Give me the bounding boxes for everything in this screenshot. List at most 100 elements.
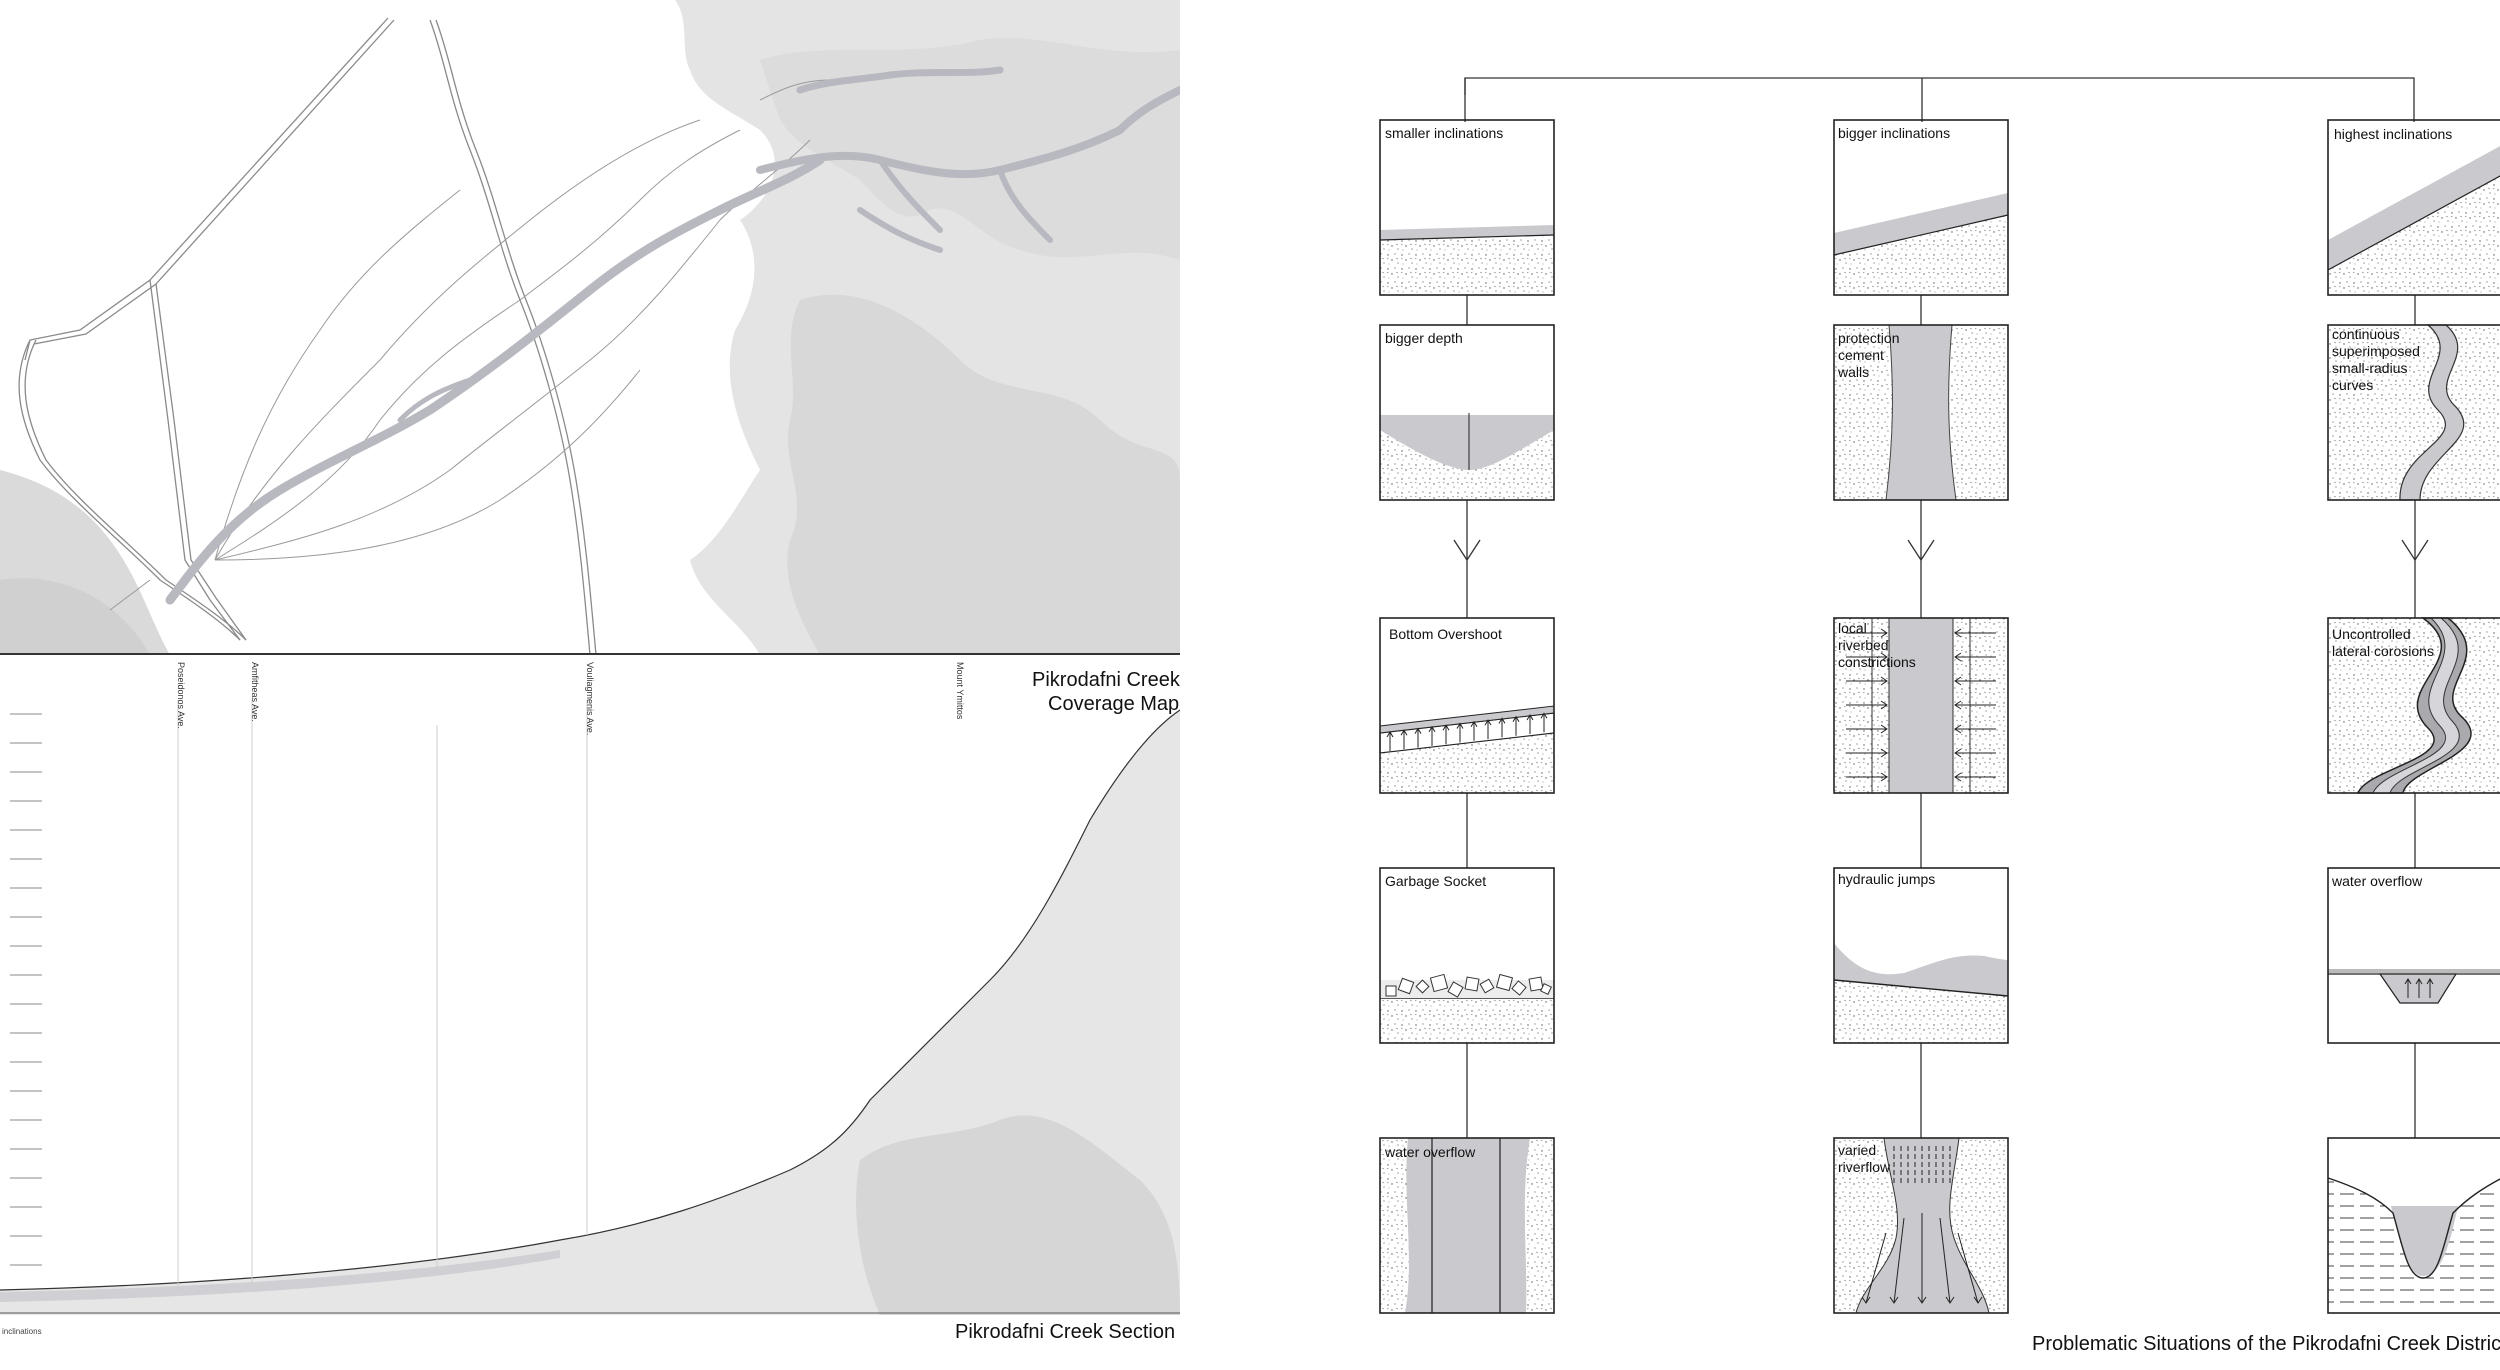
water-fill (1380, 415, 1554, 470)
garbage-item (1479, 978, 1495, 994)
soil-fill (1380, 430, 1554, 500)
down-arrow-icon (1907, 539, 1935, 562)
arrowhead-icon (1526, 714, 1534, 721)
creek-bed-band (0, 1250, 560, 1302)
arrowhead-icon (1456, 722, 1464, 729)
roads (18, 17, 597, 655)
ground-line (1833, 214, 2009, 256)
arrowhead-icon (1400, 729, 1408, 736)
arrowhead-icon (1428, 725, 1436, 733)
road-northwest-diagonal (24, 17, 389, 361)
flood-fill (1405, 1138, 1530, 1313)
panel-varied-riverflow (1833, 1137, 2009, 1314)
label-bottom-overshoot: Bottom Overshoot (1389, 626, 1502, 642)
problem-diagram (1453, 77, 2429, 1138)
channel-fill (2378, 973, 2458, 1004)
main-creek (165, 66, 1180, 605)
panel-border (1379, 867, 1555, 1044)
arrowhead-icon (1889, 1296, 1899, 1304)
street-label-poseidonos: Poseidonos Ave. (176, 662, 186, 729)
arrowhead-icon (2426, 978, 2434, 985)
flow-arrow-icon (1957, 1232, 1979, 1304)
panel-riverbed-constrictions (1833, 617, 2009, 794)
arrowhead-icon (1442, 724, 1450, 731)
garbage-item (1540, 983, 1552, 995)
panel-bottom-overshoot (1379, 617, 1555, 794)
flow-arrow-icon (1939, 1217, 1951, 1304)
water-fill (2391, 1206, 2458, 1276)
flow-arrow-icon (1865, 1232, 1887, 1304)
panel-border (1833, 617, 2009, 794)
label-smaller-inclinations: smaller inclinations (1385, 125, 1504, 141)
arrowhead-icon (1880, 628, 1888, 638)
ground-line (1833, 979, 2009, 997)
panel-border (2327, 324, 2500, 501)
arrowhead-icon (1954, 652, 1962, 662)
panel-border (1379, 617, 1555, 794)
terrain-profile-line (0, 709, 1180, 1291)
panel-border (2327, 867, 2500, 1044)
section-title: Pikrodafni Creek Section (955, 1321, 1176, 1343)
arrowhead-icon (1414, 727, 1422, 734)
panel-water-overflow-plan (1379, 1137, 1555, 1314)
panel-border (2327, 1137, 2500, 1314)
arrowhead-icon (1954, 772, 1962, 782)
soil-fill (1380, 235, 1554, 295)
section-axis-label: inclinations (2, 1327, 42, 1336)
label-local-riverbed-constrictions: local riverbed constrictions (1838, 620, 1916, 670)
ground-line (2327, 175, 2500, 271)
garbage-item (1397, 977, 1415, 995)
panel-border (1833, 324, 2009, 501)
garbage-item (1495, 973, 1514, 992)
terrain-profile-shadow (856, 1115, 1180, 1315)
terrain-area-southwest (0, 578, 150, 655)
arrowhead-icon (1954, 748, 1962, 758)
arrowhead-icon (1880, 748, 1888, 758)
arrowhead-icon (1945, 1296, 1955, 1304)
label-hydraulic-jumps: hydraulic jumps (1838, 871, 1936, 887)
panel-water-overflow-section (2327, 867, 2500, 1044)
arrowhead-icon (1470, 720, 1478, 728)
arrowhead-icon (1917, 1296, 1927, 1304)
map-bottom-edge (0, 653, 1180, 655)
soil-fill (1380, 998, 1554, 1043)
panel-border (2327, 617, 2500, 794)
label-uncontrolled-lateral-corosions: Uncontrolled lateral corosions (2332, 626, 2434, 659)
garbage-item (1464, 976, 1480, 992)
road-coastal (18, 339, 241, 641)
arrowhead-icon (1954, 628, 1962, 638)
panel-inclination (2327, 119, 2500, 296)
arrowhead-icon (1880, 700, 1888, 710)
map-title-line1: Pikrodafni Creek (1032, 669, 1180, 691)
panel-border (1379, 324, 1555, 501)
street-guides (177, 700, 588, 1290)
panel-bigger-depth (1379, 324, 1555, 501)
terrain-area-mid (760, 37, 1180, 261)
panel-border (1833, 119, 2009, 296)
flow-arrow-icon (1893, 1217, 1905, 1304)
panel-lateral-corosions (2327, 617, 2500, 794)
map-title-line2: Coverage Map (1048, 693, 1180, 715)
water-fill (1834, 943, 2008, 996)
bank-profile (2327, 1177, 2500, 1279)
arrowhead-icon (2404, 978, 2412, 985)
creek-section (0, 700, 1180, 1315)
label-water-overflow-left: water overflow (1385, 1144, 1476, 1160)
arrowhead-icon (1880, 676, 1888, 686)
street-label-ymittos: Mount Ymittos (955, 662, 965, 720)
water-band (2328, 146, 2500, 270)
label-highest-inclinations: highest inclinations (2334, 126, 2453, 142)
arrowhead-icon (1880, 652, 1888, 662)
soil-fill (1834, 215, 2008, 295)
tributary-streams (109, 79, 831, 611)
arrowhead-icon (1512, 715, 1520, 722)
label-bigger-depth: bigger depth (1385, 330, 1463, 346)
column-connectors (1453, 295, 2429, 1138)
label-garbage-socket: Garbage Socket (1385, 873, 1487, 889)
label-small-radius-curves: continuous superimposed small-radius cur… (2332, 326, 2420, 393)
arrowhead-icon (1861, 1296, 1871, 1304)
arrowhead-icon (1880, 724, 1888, 734)
arrowhead-icon (1954, 724, 1962, 734)
